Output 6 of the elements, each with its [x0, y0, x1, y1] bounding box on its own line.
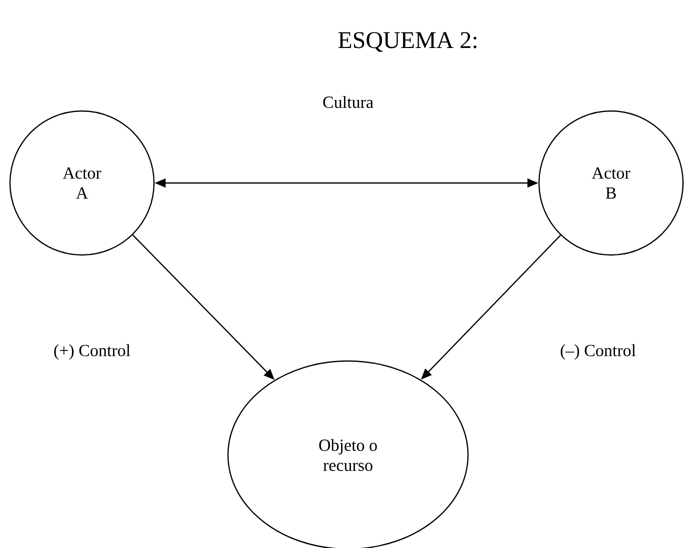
edge-label: (–) Control [559, 343, 638, 361]
circle-node: Actor B [538, 110, 684, 256]
title: ESQUEMA 2: [338, 32, 476, 52]
circle-node: Actor A [9, 110, 155, 256]
edge-label: (+) Control [52, 343, 132, 361]
edge-label: Cultura [322, 95, 374, 109]
